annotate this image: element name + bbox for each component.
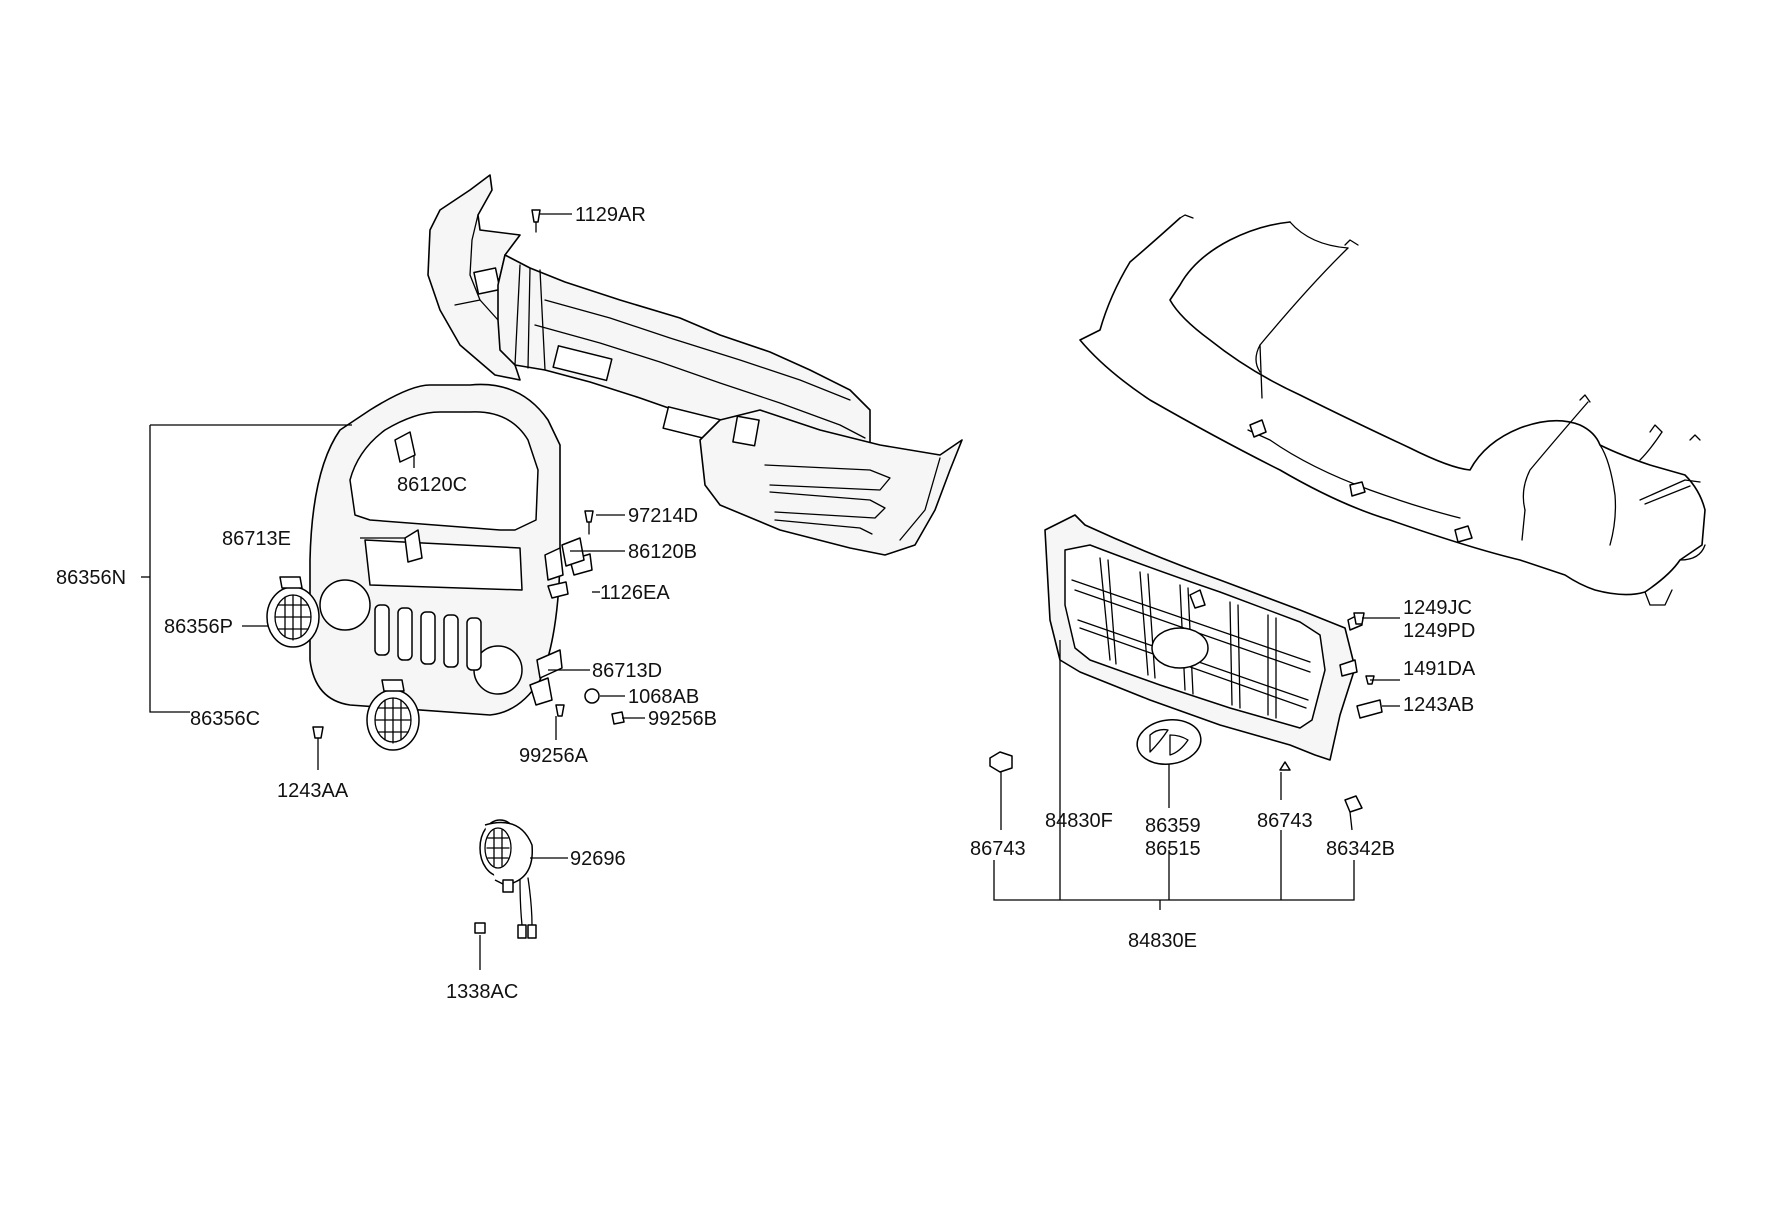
label-86359: 86359 bbox=[1145, 815, 1201, 837]
fog-lamp-cover-right bbox=[366, 679, 420, 751]
emblem bbox=[1136, 719, 1202, 765]
radiator-grille bbox=[1044, 514, 1358, 761]
label-1243AA: 1243AA bbox=[277, 780, 349, 802]
label-86342B: 86342B bbox=[1326, 838, 1395, 860]
label-86713D: 86713D bbox=[592, 660, 662, 682]
label-86743-right: 86743 bbox=[1257, 810, 1313, 832]
label-86120B: 86120B bbox=[628, 541, 697, 563]
label-1129AR: 1129AR bbox=[575, 204, 646, 226]
label-99256A: 99256A bbox=[519, 745, 589, 767]
label-99256B: 99256B bbox=[648, 708, 717, 730]
label-86743-left: 86743 bbox=[970, 838, 1026, 860]
label-1243AB: 1243AB bbox=[1403, 694, 1474, 716]
label-86120C: 86120C bbox=[397, 474, 467, 496]
grille-guard-frame bbox=[309, 383, 593, 716]
label-1249PD: 1249PD bbox=[1403, 620, 1475, 642]
label-1068AB: 1068AB bbox=[628, 686, 699, 708]
label-1338AC: 1338AC bbox=[446, 981, 518, 1003]
label-86356N: 86356N bbox=[56, 567, 126, 589]
label-86356C: 86356C bbox=[190, 708, 260, 730]
leader-lines bbox=[141, 213, 1400, 970]
label-1126EA: 1126EA bbox=[600, 582, 670, 604]
left-hardware bbox=[312, 510, 625, 739]
label-97214D: 97214D bbox=[628, 505, 698, 527]
front-bumper bbox=[427, 174, 963, 556]
label-84830E: 84830E bbox=[1128, 930, 1197, 952]
label-86356P: 86356P bbox=[164, 616, 233, 638]
fog-lamp-cover-left bbox=[266, 576, 320, 648]
part-labels: 1129AR 86120C 97214D 86713E 86120B 86356… bbox=[56, 204, 1476, 1003]
label-1249JC: 1249JC bbox=[1403, 597, 1472, 619]
right-hardware bbox=[989, 612, 1383, 813]
fog-lamp-assembly bbox=[474, 819, 537, 939]
vehicle-front-body bbox=[1079, 214, 1706, 606]
label-92696: 92696 bbox=[570, 848, 626, 870]
label-1491DA: 1491DA bbox=[1403, 658, 1476, 680]
label-86713E: 86713E bbox=[222, 528, 291, 550]
label-86515: 86515 bbox=[1145, 838, 1201, 860]
label-84830F: 84830F bbox=[1045, 810, 1113, 832]
